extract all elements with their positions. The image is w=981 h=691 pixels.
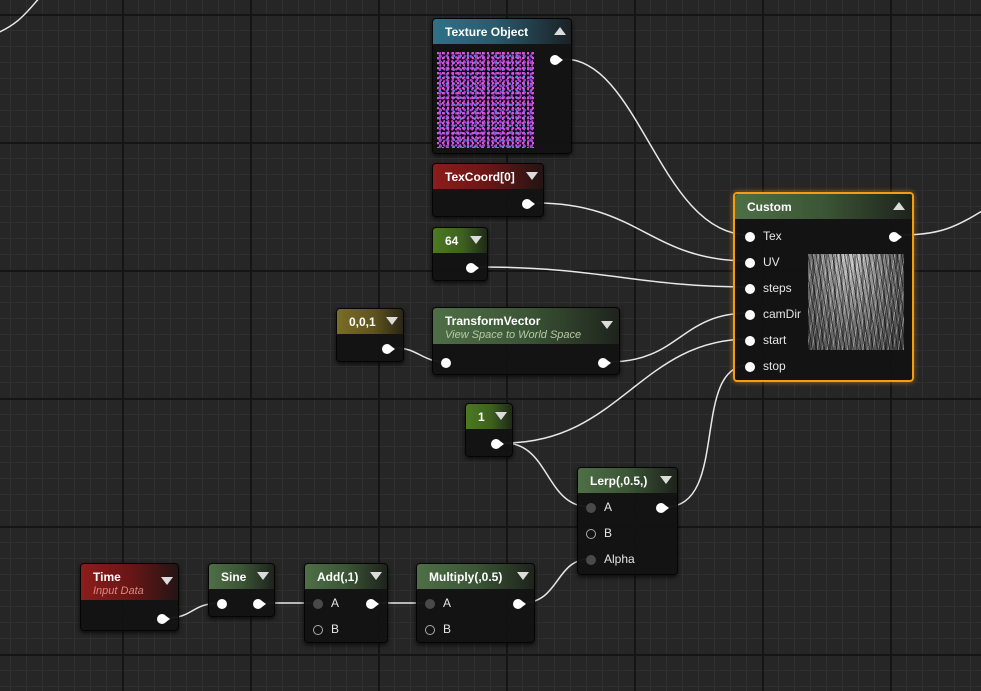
output-pin[interactable] xyxy=(366,599,379,609)
triangle-down-icon[interactable] xyxy=(370,572,382,580)
node-title: Multiply(,0.5) xyxy=(429,570,503,584)
constant-64-header[interactable]: 64 xyxy=(433,228,487,253)
constant-1-node[interactable]: 1 xyxy=(465,403,513,457)
node-title: Lerp(,0.5,) xyxy=(590,474,648,488)
texture-object-header[interactable]: Texture Object xyxy=(433,19,571,44)
node-title: 1 xyxy=(478,410,485,424)
wire-transform-to-camdir xyxy=(607,312,750,363)
node-title: 64 xyxy=(445,234,459,248)
texcoord-node[interactable]: TexCoord[0] xyxy=(432,163,544,217)
wire-offscreen-top-left xyxy=(0,0,39,33)
transform-vector-node[interactable]: TransformVector View Space to World Spac… xyxy=(432,307,620,375)
input-pin-b[interactable] xyxy=(586,529,596,539)
sine-header[interactable]: Sine xyxy=(209,564,274,589)
node-title: 0,0,1 xyxy=(349,315,376,329)
node-title: TexCoord[0] xyxy=(445,170,515,184)
node-title: Sine xyxy=(221,570,247,584)
node-title: Custom xyxy=(747,200,792,214)
triangle-down-icon[interactable] xyxy=(386,317,398,325)
triangle-up-icon[interactable] xyxy=(893,202,905,210)
output-pin[interactable] xyxy=(550,55,563,65)
triangle-down-icon[interactable] xyxy=(526,172,538,180)
time-header[interactable]: Time Input Data xyxy=(81,564,178,600)
pin-label-tex: Tex xyxy=(763,229,782,243)
pin-label-b: B xyxy=(331,622,340,636)
triangle-down-icon[interactable] xyxy=(161,577,173,585)
output-pin[interactable] xyxy=(513,599,526,609)
node-title: TransformVector xyxy=(445,314,541,328)
triangle-down-icon[interactable] xyxy=(517,572,529,580)
input-pin[interactable] xyxy=(217,599,227,609)
wire-texcoord-to-uv xyxy=(535,202,750,262)
input-pin-start[interactable] xyxy=(745,336,755,346)
constant-vector-header[interactable]: 0,0,1 xyxy=(337,309,403,334)
wire-64-to-steps xyxy=(479,266,750,288)
output-pin[interactable] xyxy=(656,503,669,513)
input-pin-stop[interactable] xyxy=(745,362,755,372)
lerp-header[interactable]: Lerp(,0.5,) xyxy=(578,468,677,493)
texcoord-header[interactable]: TexCoord[0] xyxy=(433,164,543,189)
output-pin[interactable] xyxy=(253,599,266,609)
sine-node[interactable]: Sine xyxy=(208,563,275,617)
time-node[interactable]: Time Input Data xyxy=(80,563,179,631)
output-pin[interactable] xyxy=(598,358,611,368)
constant-1-header[interactable]: 1 xyxy=(466,404,512,429)
custom-header[interactable]: Custom xyxy=(735,194,912,219)
input-pin-b[interactable] xyxy=(313,625,323,635)
pin-label-b: B xyxy=(443,622,452,636)
pin-label-a: A xyxy=(331,596,340,610)
node-subtitle: View Space to World Space xyxy=(445,329,582,341)
wire-lerp-to-stop xyxy=(665,364,750,508)
triangle-down-icon[interactable] xyxy=(495,412,507,420)
input-pin-a[interactable] xyxy=(425,599,435,609)
triangle-up-icon[interactable] xyxy=(554,27,566,35)
input-pin-camdir[interactable] xyxy=(745,310,755,320)
node-title: Time xyxy=(93,570,121,584)
input-pin-alpha[interactable] xyxy=(586,555,596,565)
add-header[interactable]: Add(,1) xyxy=(305,564,387,589)
pin-label-a: A xyxy=(604,500,613,514)
triangle-down-icon[interactable] xyxy=(660,476,672,484)
pin-label-b: B xyxy=(604,526,613,540)
input-pin-tex[interactable] xyxy=(745,232,755,242)
input-pin-uv[interactable] xyxy=(745,258,755,268)
pin-label-start: start xyxy=(763,333,787,347)
pin-label-camdir: camDir xyxy=(763,307,801,321)
input-pin[interactable] xyxy=(441,358,451,368)
pin-label-alpha: Alpha xyxy=(604,552,635,566)
transform-vector-header[interactable]: TransformVector View Space to World Spac… xyxy=(433,308,619,344)
triangle-down-icon[interactable] xyxy=(257,572,269,580)
input-pin-steps[interactable] xyxy=(745,284,755,294)
node-title: Add(,1) xyxy=(317,570,359,584)
node-title: Texture Object xyxy=(445,25,529,39)
input-pin-a[interactable] xyxy=(586,503,596,513)
add-node[interactable]: Add(,1) A B xyxy=(304,563,388,643)
constant-64-node[interactable]: 64 xyxy=(432,227,488,281)
output-pin[interactable] xyxy=(889,232,902,242)
input-pin-b[interactable] xyxy=(425,625,435,635)
output-pin[interactable] xyxy=(157,614,170,624)
wire-texture-to-tex xyxy=(563,58,750,236)
pin-label-uv: UV xyxy=(763,255,780,269)
multiply-node[interactable]: Multiply(,0.5) A B xyxy=(416,563,535,643)
custom-preview-thumbnail xyxy=(808,254,904,350)
texture-object-node[interactable]: Texture Object xyxy=(432,18,572,154)
custom-node[interactable]: Custom Tex UV steps camDir start stop xyxy=(733,192,914,382)
multiply-header[interactable]: Multiply(,0.5) xyxy=(417,564,534,589)
output-pin[interactable] xyxy=(522,199,535,209)
triangle-down-icon[interactable] xyxy=(470,236,482,244)
lerp-node[interactable]: Lerp(,0.5,) A B Alpha xyxy=(577,467,678,575)
output-pin[interactable] xyxy=(466,263,479,273)
texture-preview-thumbnail xyxy=(437,52,534,148)
input-pin-a[interactable] xyxy=(313,599,323,609)
constant-vector-node[interactable]: 0,0,1 xyxy=(336,308,404,362)
output-pin[interactable] xyxy=(382,344,395,354)
pin-label-steps: steps xyxy=(763,281,792,295)
node-subtitle: Input Data xyxy=(93,585,144,597)
pin-label-stop: stop xyxy=(763,359,786,373)
pin-label-a: A xyxy=(443,596,452,610)
output-pin[interactable] xyxy=(491,439,504,449)
triangle-down-icon[interactable] xyxy=(601,321,613,329)
